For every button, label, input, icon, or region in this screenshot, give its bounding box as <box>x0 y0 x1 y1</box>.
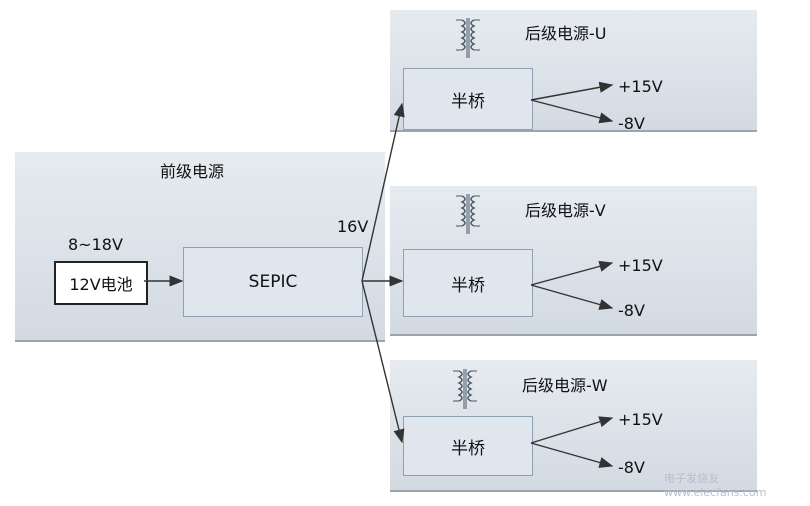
w-neg-arrow <box>530 442 614 468</box>
input-voltage-label: 8~18V <box>68 235 123 254</box>
u-neg-arrow <box>530 99 614 124</box>
u-out-pos-label: +15V <box>618 77 663 96</box>
w-out-neg-label: -8V <box>618 458 645 477</box>
w-pos-arrow <box>530 416 614 444</box>
u-out-neg-label: -8V <box>618 114 645 133</box>
half-bridge-v-box: 半桥 <box>403 249 533 317</box>
transformer-v-icon <box>456 194 480 234</box>
half-bridge-w-box: 半桥 <box>403 416 533 476</box>
half-bridge-u-label: 半桥 <box>451 91 485 112</box>
battery-label: 12V电池 <box>69 275 133 294</box>
u-pos-arrow <box>530 81 614 101</box>
half-bridge-v-label: 半桥 <box>451 275 485 296</box>
v-out-neg-label: -8V <box>618 301 645 320</box>
transformer-w-icon <box>453 369 477 409</box>
rear-stage-w-title: 后级电源-W <box>522 376 608 395</box>
sepic-label: SEPIC <box>248 272 298 292</box>
transformer-u-icon <box>456 18 480 58</box>
w-out-pos-label: +15V <box>618 410 663 429</box>
rear-stage-v-title: 后级电源-V <box>525 201 606 220</box>
battery-box: 12V电池 <box>54 261 148 305</box>
v-neg-arrow <box>530 284 614 310</box>
sepic-to-w-arrow <box>361 280 405 444</box>
half-bridge-w-label: 半桥 <box>451 438 485 459</box>
v-out-pos-label: +15V <box>618 256 663 275</box>
watermark-logo: 电子发烧友 www.elecfans.com <box>664 472 767 499</box>
sepic-to-u-arrow <box>361 102 405 282</box>
rear-stage-u-title: 后级电源-U <box>525 24 607 43</box>
v-pos-arrow <box>530 260 614 286</box>
front-stage-title: 前级电源 <box>160 162 225 181</box>
bus-voltage-label: 16V <box>337 217 369 236</box>
half-bridge-u-box: 半桥 <box>403 68 533 130</box>
sepic-box: SEPIC <box>183 247 363 317</box>
